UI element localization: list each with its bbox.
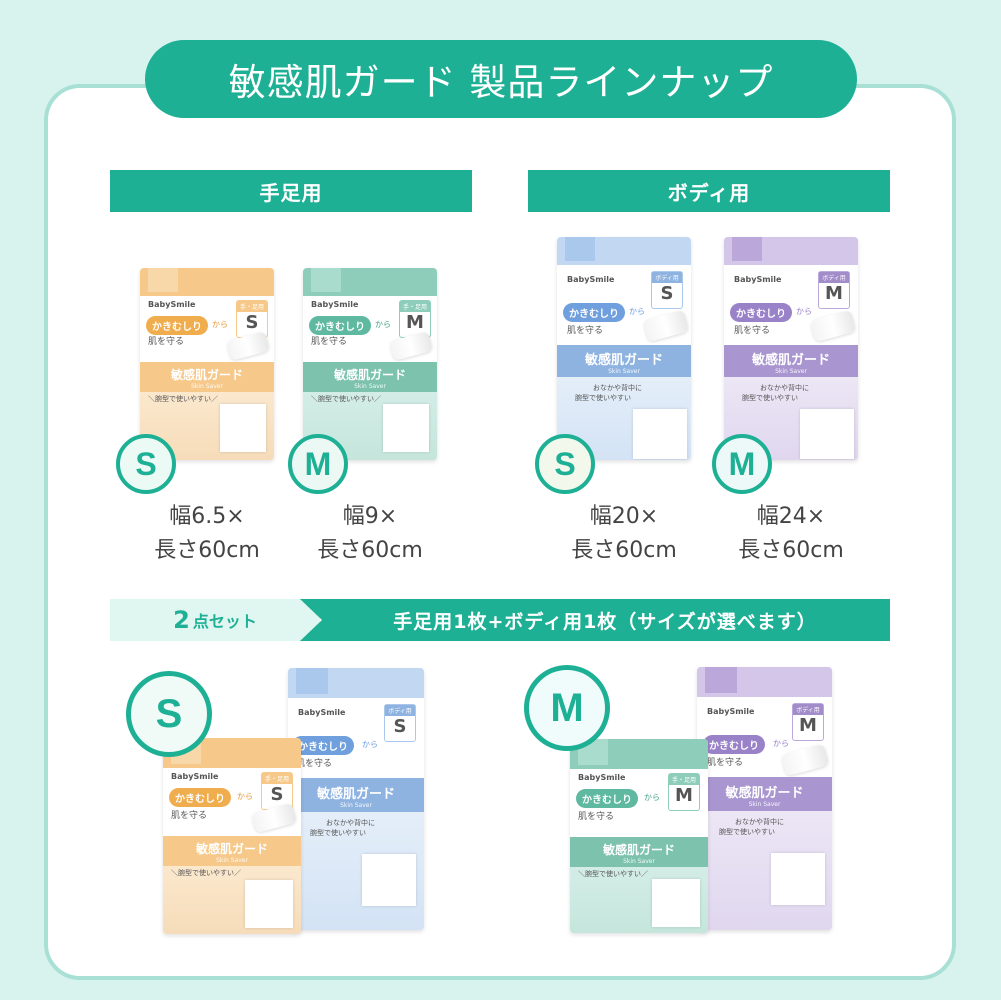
mamoru-label: 肌を守る — [171, 811, 208, 821]
kara-label: から — [644, 793, 660, 802]
size-badge: 手・足用 M — [668, 773, 700, 811]
kaki-label: かきむしり — [730, 303, 792, 322]
catch-copy: ＼腕型で使いやすい／ — [311, 395, 381, 403]
catch-copy: おなかや背中に — [593, 384, 642, 392]
size-badge: ボディ用 M — [792, 703, 824, 741]
kara-label: から — [773, 739, 789, 748]
kaki-label: かきむしり — [703, 735, 765, 754]
catch-copy: ＼腕型で使いやすい／ — [171, 869, 241, 877]
brand-label: BabySmile — [298, 708, 346, 717]
kaki-label: かきむしり — [576, 789, 638, 808]
catch-copy: 腕型で使いやすい — [310, 829, 366, 837]
size-badge: ボディ用 S — [384, 704, 416, 742]
dimension-body-s: 幅20×長さ60cm — [571, 504, 677, 563]
mamoru-label: 肌を守る — [707, 758, 744, 768]
brand-label: BabySmile — [567, 275, 615, 284]
kara-label: から — [629, 307, 645, 316]
brand-label: BabySmile — [311, 300, 359, 309]
set-size-circle-m: M — [524, 665, 610, 751]
kara-label: から — [237, 792, 253, 801]
size-badge: 手・足用 S — [236, 300, 268, 338]
dimension-hands-s: 幅6.5×長さ60cm — [154, 504, 260, 563]
size-circle-m: M — [288, 434, 348, 494]
kara-label: から — [212, 320, 228, 329]
kaki-label: かきむしり — [563, 303, 625, 322]
mamoru-label: 肌を守る — [734, 326, 771, 336]
catch-copy: おなかや背中に — [760, 384, 809, 392]
section-header-body: ボディ用 — [528, 170, 890, 212]
kaki-label: かきむしり — [169, 788, 231, 807]
kara-label: から — [362, 740, 378, 749]
size-badge: ボディ用 S — [651, 271, 683, 309]
kara-label: から — [375, 320, 391, 329]
size-badge: 手・足用 M — [399, 300, 431, 338]
size-badge: ボディ用 M — [818, 271, 850, 309]
catch-copy: おなかや背中に — [735, 818, 784, 826]
catch-copy: ＼腕型で使いやすい／ — [578, 870, 648, 878]
brand-label: BabySmile — [734, 275, 782, 284]
kaki-label: かきむしり — [292, 736, 354, 755]
mamoru-label: 肌を守る — [311, 337, 348, 347]
set-size-circle-s: S — [126, 671, 212, 757]
brand-label: BabySmile — [707, 707, 755, 716]
dimension-hands-m: 幅9×長さ60cm — [317, 504, 423, 563]
catch-copy: おなかや背中に — [326, 819, 375, 827]
page-title: 敏感肌ガード 製品ラインナップ — [145, 40, 857, 118]
brand-label: BabySmile — [148, 300, 196, 309]
brand-label: BabySmile — [171, 772, 219, 781]
brand-label: BabySmile — [578, 773, 626, 782]
kaki-label: かきむしり — [146, 316, 208, 335]
dimension-body-m: 幅24×長さ60cm — [738, 504, 844, 563]
mamoru-label: 肌を守る — [567, 326, 604, 336]
size-circle-s: S — [116, 434, 176, 494]
set-description: 手足用1枚+ボディ用1枚（サイズが選べます） — [300, 599, 890, 641]
mamoru-label: 肌を守る — [148, 337, 185, 347]
size-circle-s: S — [535, 434, 595, 494]
section-header-hands-feet: 手足用 — [110, 170, 472, 212]
catch-copy: ＼腕型で使いやすい／ — [148, 395, 218, 403]
kara-label: から — [796, 307, 812, 316]
mamoru-label: 肌を守る — [296, 759, 333, 769]
kaki-label: かきむしり — [309, 316, 371, 335]
catch-copy: 腕型で使いやすい — [742, 394, 798, 402]
catch-copy: 腕型で使いやすい — [575, 394, 631, 402]
mamoru-label: 肌を守る — [578, 812, 615, 822]
catch-copy: 腕型で使いやすい — [719, 828, 775, 836]
size-circle-m: M — [712, 434, 772, 494]
